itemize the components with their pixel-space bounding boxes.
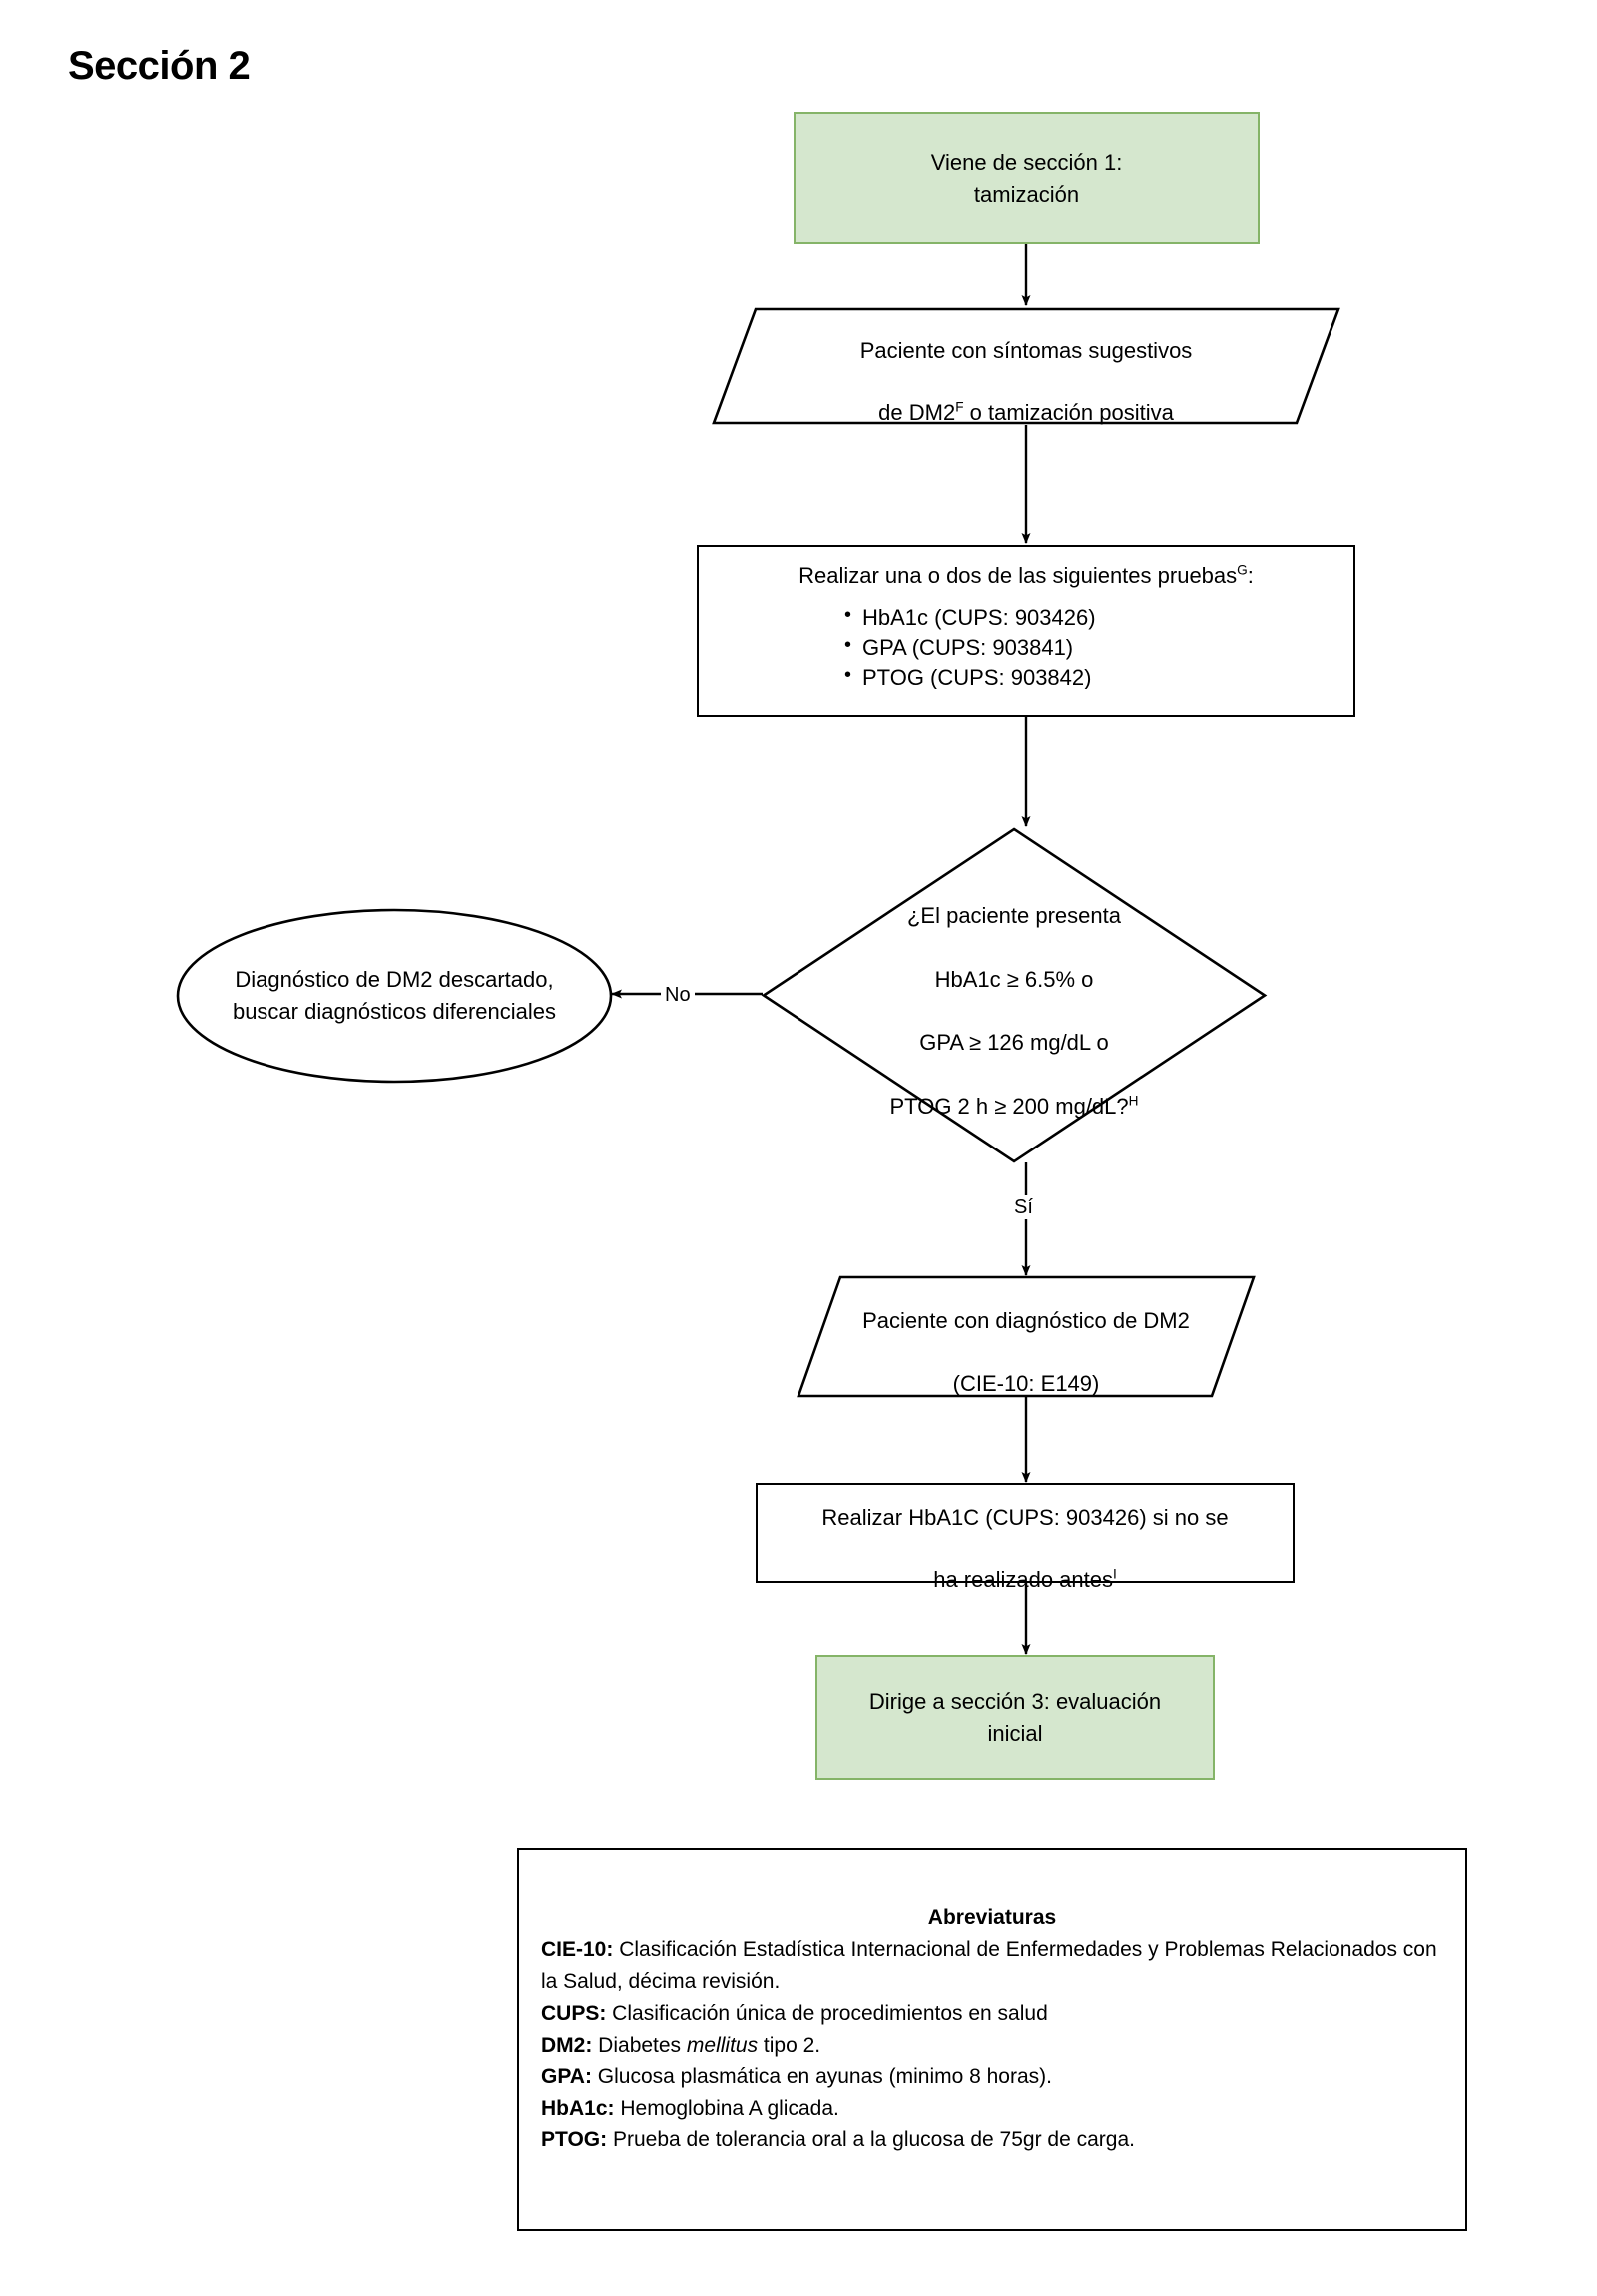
- node-hba1c-process[interactable]: Realizar HbA1C (CUPS: 903426) si no se h…: [756, 1483, 1295, 1592]
- tests-heading-after: :: [1247, 563, 1254, 588]
- abbreviation-entry-ptog: PTOG: Prueba de tolerancia oral a la glu…: [541, 2124, 1443, 2156]
- list-item: GPA (CUPS: 903841): [699, 632, 1353, 663]
- footnote-marker-f: F: [955, 399, 964, 415]
- abbreviation-entry-gpa: GPA: Glucosa plasmática en ayunas (minim…: [541, 2062, 1443, 2093]
- hba1c-line1: Realizar HbA1C (CUPS: 903426) si no se: [821, 1504, 1229, 1530]
- abbrev-definition: Glucosa plasmática en ayunas (minimo 8 h…: [591, 2065, 1052, 2088]
- decision-line2: HbA1c ≥ 6.5% o: [934, 966, 1094, 992]
- node-tests-process[interactable]: Realizar una o dos de las siguientes pru…: [697, 545, 1355, 717]
- symptoms-input-label: Paciente con síntomas sugestivos de DM2F…: [712, 307, 1340, 425]
- list-item: PTOG (CUPS: 903842): [699, 662, 1353, 692]
- abbrev-definition-italic: mellitus: [686, 2033, 759, 2057]
- edge-label-no: No: [661, 983, 695, 1007]
- ellipse-shape: [176, 908, 613, 1084]
- hba1c-process-label: Realizar HbA1C (CUPS: 903426) si no se h…: [821, 1471, 1228, 1596]
- end-terminator-label: Dirige a sección 3: evaluación inicial: [868, 1689, 1162, 1746]
- abbrev-definition-pre: Diabetes: [592, 2033, 687, 2057]
- abbreviation-entry-cie10: CIE-10: Clasificación Estadística Intern…: [541, 1934, 1443, 1998]
- footnote-marker-g: G: [1237, 562, 1248, 578]
- tests-heading-before: Realizar una o dos de las siguientes pru…: [798, 563, 1238, 588]
- parallelogram-shape: [797, 1275, 1256, 1398]
- discard-ellipse-label: Diagnóstico de DM2 descartado, buscar di…: [232, 967, 557, 1024]
- abbreviation-entry-hba1c: HbA1c: Hemoglobina A glicada.: [541, 2093, 1443, 2125]
- diagnosis-io-label: Paciente con diagnóstico de DM2 (CIE-10:…: [797, 1275, 1256, 1398]
- tests-heading: Realizar una o dos de las siguientes pru…: [699, 561, 1353, 591]
- parallelogram-shape: [712, 307, 1340, 425]
- node-symptoms-input[interactable]: Paciente con síntomas sugestivos de DM2F…: [712, 307, 1340, 425]
- list-item: HbA1c (CUPS: 903426): [699, 602, 1353, 633]
- decision-line4-before: PTOG 2 h ≥ 200 mg/dL?: [889, 1094, 1129, 1120]
- node-discard-ellipse[interactable]: Diagnóstico de DM2 descartado, buscar di…: [176, 908, 613, 1084]
- abbrev-term: CUPS:: [541, 2001, 607, 2025]
- symptoms-line1: Paciente con síntomas sugestivos: [859, 337, 1193, 363]
- decision-line3: GPA ≥ 126 mg/dL o: [919, 1030, 1109, 1056]
- abbrev-term: DM2:: [541, 2033, 593, 2057]
- abbrev-definition-post: tipo 2.: [758, 2033, 821, 2057]
- diagnosis-line2: (CIE-10: E149): [952, 1370, 1100, 1396]
- node-diagnosis-io[interactable]: Paciente con diagnóstico de DM2 (CIE-10:…: [797, 1275, 1256, 1398]
- node-decision[interactable]: ¿El paciente presenta HbA1c ≥ 6.5% o GPA…: [761, 827, 1268, 1163]
- hba1c-line2-before: ha realizado antes: [933, 1567, 1113, 1593]
- footnote-marker-i: I: [1113, 1566, 1117, 1582]
- abbrev-definition: Clasificación Estadística Internacional …: [541, 1938, 1437, 1993]
- abbreviation-entry-dm2: DM2: Diabetes mellitus tipo 2.: [541, 2030, 1443, 2062]
- abbreviations-panel: Abreviaturas CIE-10: Clasificación Estad…: [517, 1848, 1467, 2231]
- page-title: Sección 2: [68, 44, 251, 88]
- decision-line1: ¿El paciente presenta: [906, 902, 1121, 928]
- abbrev-term: GPA:: [541, 2065, 592, 2088]
- abbreviation-entry-cups: CUPS: Clasificación única de procedimien…: [541, 1998, 1443, 2030]
- abbrev-definition: Clasificación única de procedimientos en…: [606, 2001, 1048, 2025]
- diamond-shape: [761, 827, 1268, 1163]
- tests-list: HbA1c (CUPS: 903426) GPA (CUPS: 903841) …: [699, 602, 1353, 693]
- diagnosis-line1: Paciente con diagnóstico de DM2: [862, 1308, 1190, 1334]
- node-end-terminator[interactable]: Dirige a sección 3: evaluación inicial: [815, 1655, 1215, 1780]
- symptoms-line2-before: de DM2: [878, 400, 956, 426]
- footnote-marker-h: H: [1128, 1093, 1139, 1109]
- decision-label: ¿El paciente presenta HbA1c ≥ 6.5% o GPA…: [762, 827, 1267, 1163]
- abbrev-definition: Hemoglobina A glicada.: [614, 2096, 839, 2120]
- start-terminator-label: Viene de sección 1: tamización: [930, 150, 1123, 207]
- symptoms-line2-after: o tamización positiva: [963, 400, 1174, 426]
- abbrev-term: PTOG:: [541, 2128, 608, 2152]
- edge-label-yes: Sí: [1010, 1195, 1037, 1219]
- abbreviations-title: Abreviaturas: [927, 1906, 1057, 1929]
- abbrev-term: HbA1c:: [541, 2096, 615, 2120]
- abbrev-definition: Prueba de tolerancia oral a la glucosa d…: [607, 2128, 1135, 2152]
- node-start-terminator[interactable]: Viene de sección 1: tamización: [794, 112, 1260, 244]
- abbrev-term: CIE-10:: [541, 1938, 614, 1961]
